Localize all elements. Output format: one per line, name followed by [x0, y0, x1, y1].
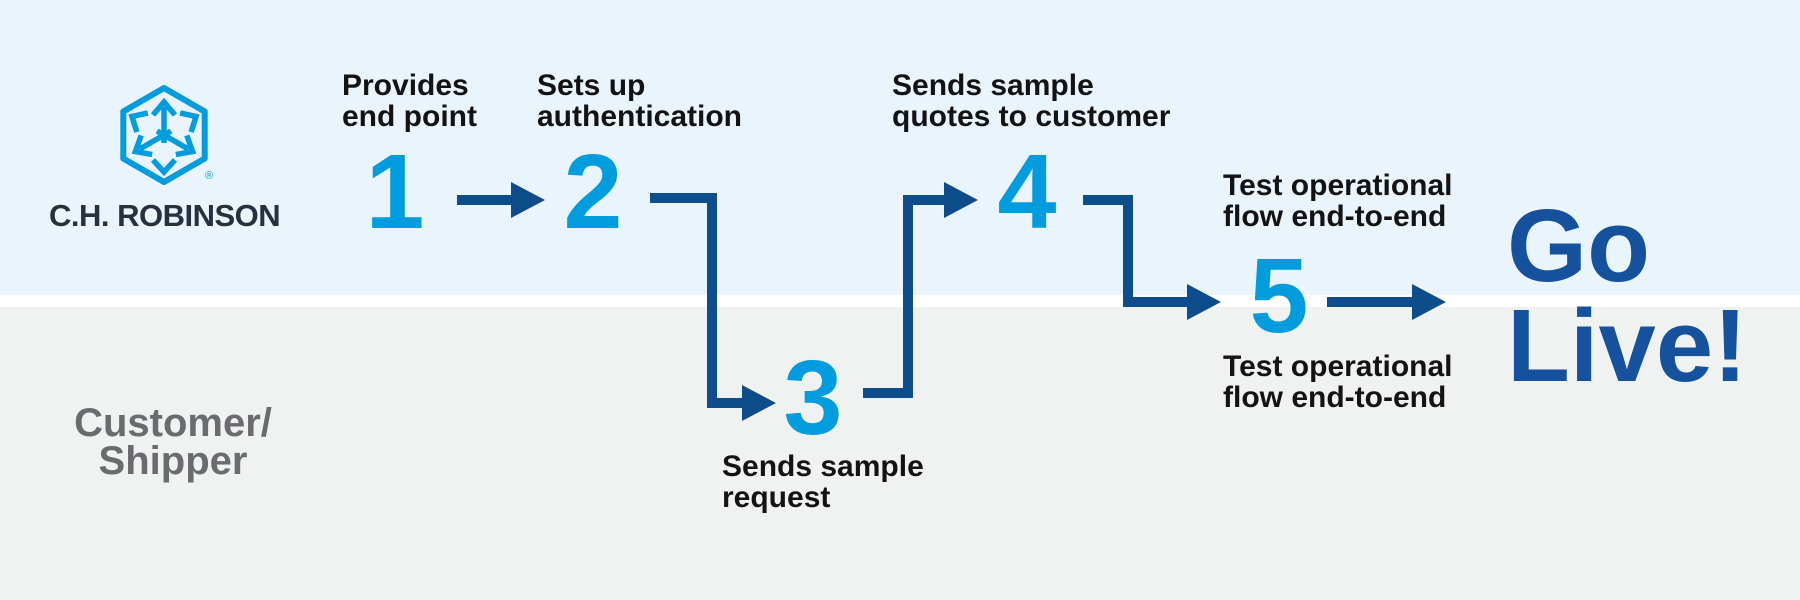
customer-label-line1: Customer/	[74, 401, 272, 445]
ch-robinson-logo: ® C.H. ROBINSON	[49, 80, 281, 233]
step-1-label-line2: end point	[342, 100, 477, 133]
step-5-label-top-line1: Test operational	[1223, 169, 1453, 202]
step-2-label-line2: authentication	[537, 100, 743, 133]
step-1-number: 1	[365, 133, 425, 251]
step-5-label-bottom-line2: flow end-to-end	[1223, 381, 1447, 414]
step-4-label-line2: quotes to customer	[892, 100, 1171, 133]
step-5-label-bottom: Test operational flow end-to-end	[1223, 351, 1452, 413]
step-3-number: 3	[783, 339, 843, 457]
ch-robinson-wordmark: C.H. ROBINSON	[49, 198, 281, 233]
step-5-label-top: Test operational flow end-to-end	[1223, 170, 1452, 232]
go-live-line2: Live!	[1507, 288, 1748, 403]
customer-label-line2: Shipper	[98, 439, 248, 483]
registered-trademark: ®	[205, 170, 213, 182]
step-3-label-line2: request	[722, 481, 831, 514]
step-5-label-top-line2: flow end-to-end	[1223, 200, 1447, 233]
go-live-line1: Go	[1507, 188, 1651, 303]
ch-robinson-hexagon-cube-arrows-icon: ®	[120, 85, 213, 185]
step-3-label-line1: Sends sample	[722, 450, 924, 483]
step-4-number: 4	[997, 133, 1057, 251]
step-3-label: Sends sample request	[722, 451, 924, 513]
go-live-text: Go Live!	[1507, 188, 1748, 403]
step-5-label-bottom-line1: Test operational	[1223, 350, 1453, 383]
step-5-number: 5	[1249, 237, 1309, 355]
step-2-label: Sets up authentication	[537, 70, 742, 132]
step-1-label: Provides end point	[342, 70, 477, 132]
step-4-label: Sends sample quotes to customer	[892, 70, 1170, 132]
step-4-label-line1: Sends sample	[892, 69, 1094, 102]
lane-label-customer-shipper: Customer/ Shipper	[74, 401, 272, 483]
step-1-label-line1: Provides	[342, 69, 469, 102]
step-2-number: 2	[563, 133, 623, 251]
step-2-label-line1: Sets up	[537, 69, 646, 102]
